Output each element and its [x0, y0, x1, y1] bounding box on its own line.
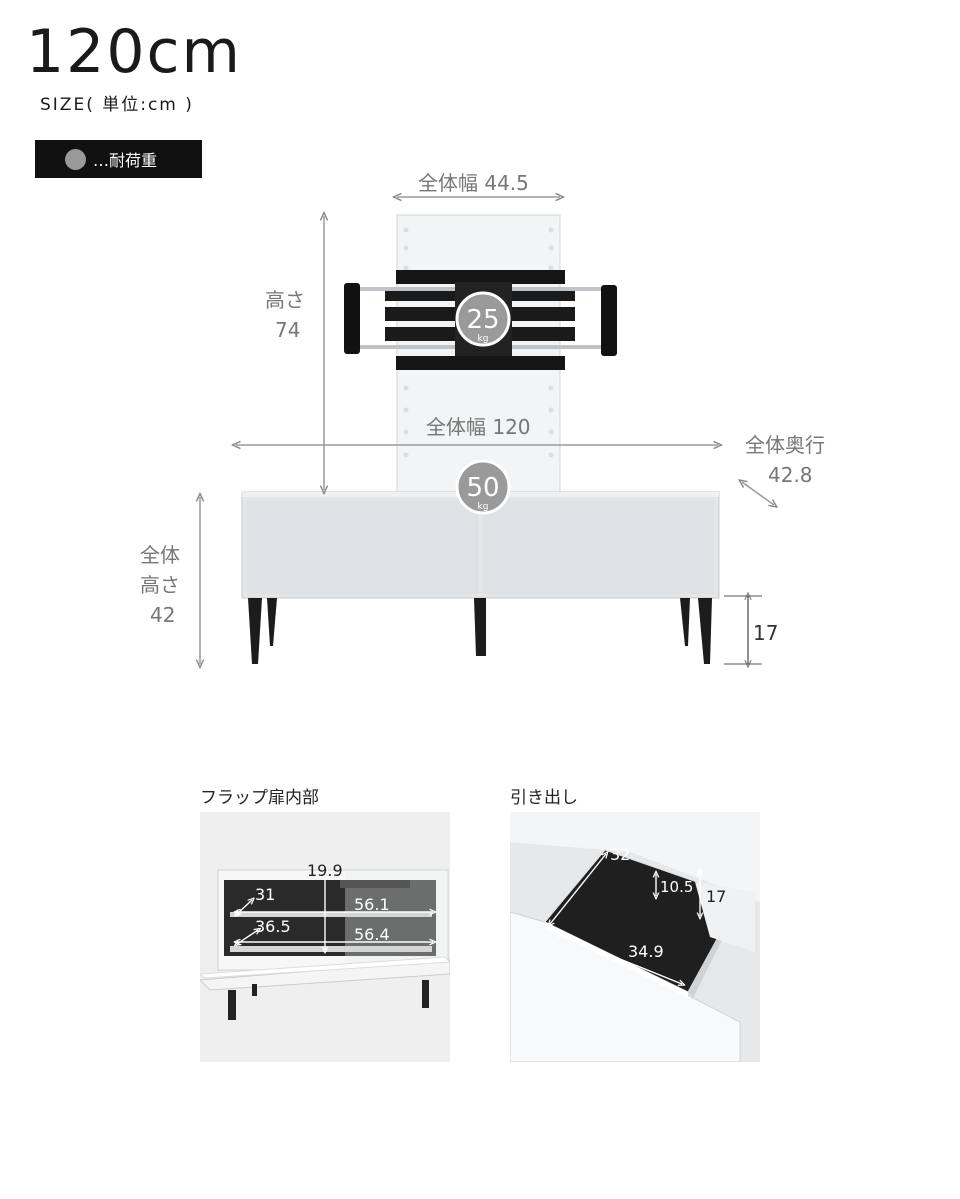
panel-screws [403, 227, 554, 458]
total-width-label: 全体幅 120 [426, 415, 531, 439]
drawer-outer-height-value: 17 [706, 887, 726, 906]
leg-height-value: 17 [753, 621, 779, 645]
flap-depth1-value: 31 [255, 885, 275, 904]
total-height-label-1: 全体 [140, 543, 180, 567]
mount-load-unit: kg [478, 334, 489, 344]
flap-height-value: 19.9 [307, 861, 343, 880]
drawer-depth-value: 32 [610, 845, 630, 864]
flap-door-left [247, 499, 478, 594]
total-height-label-2: 高さ [140, 573, 180, 597]
depth-value: 42.8 [768, 463, 813, 487]
page-title: 120cm [26, 17, 242, 87]
drawer-photo: 32 10.5 17 34.9 [510, 812, 760, 1062]
flap-photo-caption: フラップ扉内部 [200, 788, 319, 808]
board-load-unit: kg [478, 502, 489, 512]
drawer-inner-height-value: 10.5 [660, 878, 693, 896]
flap-interior-photo: 19.9 31 56.1 36.5 56.4 [200, 812, 450, 1062]
height-label: 高さ [265, 288, 305, 312]
board-load-badge: 50 kg [455, 459, 511, 515]
flap-width2-value: 56.4 [354, 925, 390, 944]
flap-depth2-value: 36.5 [255, 917, 291, 936]
load-legend: …耐荷重 [35, 140, 202, 178]
height-value: 74 [275, 318, 301, 342]
mount-load-badge: 25 kg [455, 291, 511, 347]
flap-interior-illustration: 19.9 31 56.1 36.5 56.4 [200, 812, 450, 1062]
size-unit-subtitle: SIZE( 単位:cm ) [40, 95, 194, 115]
drawer-photo-caption: 引き出し [510, 788, 578, 808]
drawer-width-value: 34.9 [628, 942, 664, 961]
load-dot-icon [65, 149, 86, 170]
total-height-value: 42 [150, 603, 176, 627]
drawer-front-right [483, 499, 714, 594]
panel-width-label: 全体幅 44.5 [418, 171, 529, 195]
mount-load-value: 25 [466, 305, 499, 335]
depth-label: 全体奥行 [745, 433, 825, 457]
cabinet-legs [248, 598, 712, 664]
drawer-illustration: 32 10.5 17 34.9 [510, 812, 760, 1062]
load-legend-label: …耐荷重 [93, 151, 158, 170]
tv-stand-diagram: 25 kg 50 kg [0, 0, 960, 700]
board-load-value: 50 [466, 473, 499, 503]
flap-width1-value: 56.1 [354, 895, 390, 914]
